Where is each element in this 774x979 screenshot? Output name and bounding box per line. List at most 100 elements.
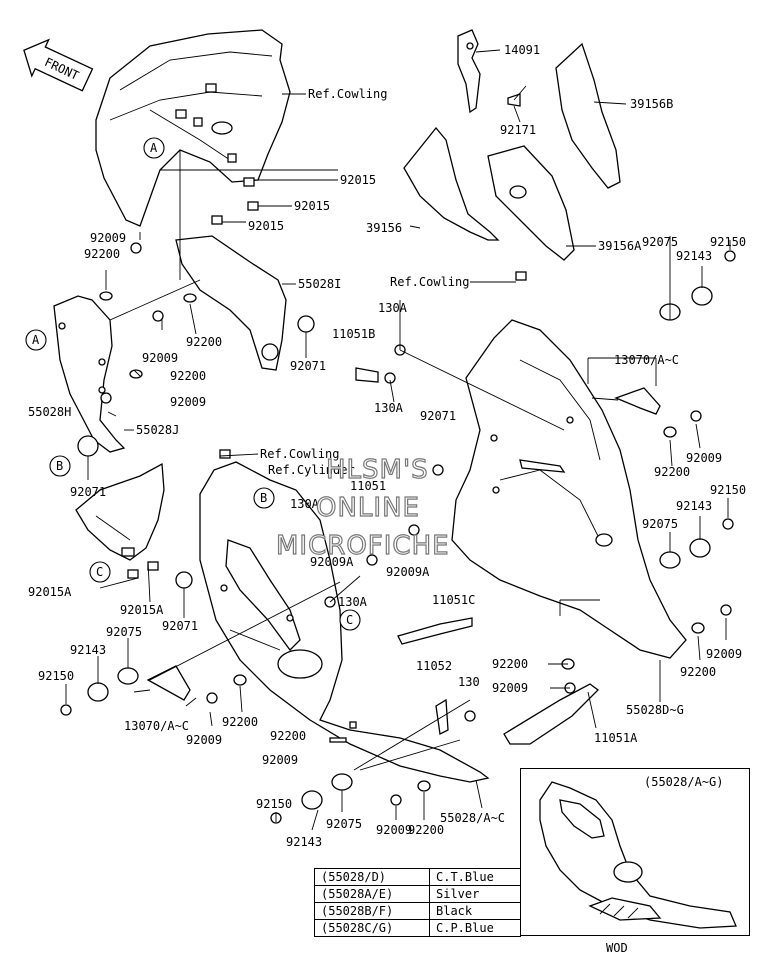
front-arrow: FRONT xyxy=(23,38,94,92)
watermark: HLSM'S ONLINE MICROFICHE xyxy=(275,454,450,561)
callout-b-mid-label: B xyxy=(260,491,267,505)
knee-pad-39156 xyxy=(403,126,500,241)
bracket-11051c xyxy=(397,617,473,645)
knee-pad-39156a xyxy=(487,145,575,261)
bracket-11051b xyxy=(355,367,379,383)
inset-title: (55028/A~G) xyxy=(644,775,723,789)
callout-a-top: A xyxy=(143,137,165,159)
part-number: 55028H xyxy=(28,405,71,419)
watermark-line-3: MICROFICHE xyxy=(276,531,450,561)
part-number: 130A xyxy=(378,301,408,315)
left-lower-cowling xyxy=(199,461,490,783)
callout-c-mid: C xyxy=(339,609,361,631)
part-number: 92009A xyxy=(310,555,354,569)
part-number: 92009 xyxy=(376,823,412,837)
part-number: 92009 xyxy=(492,681,528,695)
part-number: 92009 xyxy=(706,647,742,661)
part-number: 92075 xyxy=(642,235,678,249)
part-number: 92009 xyxy=(186,733,222,747)
part-number: 92009 xyxy=(170,395,206,409)
part-number: 92009A xyxy=(386,565,430,579)
color-table-body: (55028/D) C.T.Blue (55028A/E) Silver (55… xyxy=(314,868,521,937)
part-number: 92150 xyxy=(710,235,746,249)
part-number: 92200 xyxy=(170,369,206,383)
callout-b-left-label: B xyxy=(56,459,63,473)
part-number: 92200 xyxy=(222,715,258,729)
callout-a-left: A xyxy=(25,329,47,351)
part-number: 130A xyxy=(338,595,368,609)
color-code: (55028B/F) xyxy=(314,902,430,920)
inset-detail: (55028/A~G) WOD xyxy=(539,775,737,955)
side-trim-13070-left xyxy=(146,665,191,701)
part-number: 11051 xyxy=(350,479,386,493)
part-number: 92015A xyxy=(120,603,164,617)
ref-cylinder: Ref.Cylinder xyxy=(268,463,355,477)
part-number: 92015A xyxy=(28,585,72,599)
part-number: 11052 xyxy=(416,659,452,673)
part-number: 92009 xyxy=(262,753,298,767)
part-number: 92200 xyxy=(492,657,528,671)
part-number: 11051A xyxy=(594,731,638,745)
upper-cowling xyxy=(95,29,291,227)
part-number: 92009 xyxy=(142,351,178,365)
callout-b-left: B xyxy=(49,455,71,477)
right-lower-cowling xyxy=(451,319,687,659)
part-number: 92171 xyxy=(500,123,536,137)
color-row: (55028C/G) C.P.Blue xyxy=(314,919,521,937)
part-number: 92200 xyxy=(408,823,444,837)
part-number: 92071 xyxy=(70,485,106,499)
part-number: 92075 xyxy=(326,817,362,831)
part-number: 92015 xyxy=(248,219,284,233)
bolt-92171 xyxy=(507,85,527,107)
callout-a-top-label: A xyxy=(150,141,158,155)
color-row: (55028B/F) Black xyxy=(314,902,521,920)
part-number: 92150 xyxy=(256,797,292,811)
color-code: (55028A/E) xyxy=(314,885,430,903)
callout-c-mid-label: C xyxy=(346,613,353,627)
part-number: 92143 xyxy=(286,835,322,849)
ref-cowling-left: Ref.Cowling xyxy=(260,447,339,461)
part-number: 92200 xyxy=(84,247,120,261)
bracket-11051a xyxy=(503,683,599,745)
knee-pad-39156b xyxy=(555,42,621,189)
part-number: 55028J xyxy=(136,423,179,437)
color-code: (55028/D) xyxy=(314,868,430,886)
inner-panel-55028i xyxy=(175,235,287,371)
inner-panel-55028j xyxy=(75,462,165,561)
part-number: 92075 xyxy=(642,517,678,531)
part-number: 92200 xyxy=(186,335,222,349)
part-number: 11051B xyxy=(332,327,375,341)
color-row: (55028/D) C.T.Blue xyxy=(314,868,521,886)
part-number: 92009 xyxy=(90,231,126,245)
color-name: C.P.Blue xyxy=(429,919,521,937)
part-number: 92071 xyxy=(162,619,198,633)
color-row: (55028A/E) Silver xyxy=(314,885,521,903)
color-name: C.T.Blue xyxy=(429,868,521,886)
inset-frame xyxy=(520,768,750,936)
part-number: 92143 xyxy=(70,643,106,657)
callout-a-left-label: A xyxy=(32,333,40,347)
callout-c-left: C xyxy=(89,561,111,583)
part-number: 14091 xyxy=(504,43,540,57)
part-number: 92200 xyxy=(270,729,306,743)
part-number-labels: 14091 92171 39156B 39156 39156A 92015 92… xyxy=(28,43,746,849)
callout-c-left-label: C xyxy=(96,565,103,579)
part-number: 130A xyxy=(290,497,320,511)
part-number: 92015 xyxy=(294,199,330,213)
fasteners xyxy=(60,177,736,824)
part-number: 13070/A~C xyxy=(124,719,189,733)
ref-cowling-mid: Ref.Cowling xyxy=(390,275,469,289)
part-number: 130A xyxy=(374,401,404,415)
part-number: 39156B xyxy=(630,97,673,111)
part-number: 92200 xyxy=(680,665,716,679)
part-number: 55028/A~C xyxy=(440,811,505,825)
part-number: 55028D~G xyxy=(626,703,684,717)
leader-lines xyxy=(65,49,731,831)
part-number: 92143 xyxy=(676,499,712,513)
color-name: Silver xyxy=(429,885,521,903)
color-code: (55028C/G) xyxy=(314,919,430,937)
ref-cowling-top: Ref.Cowling xyxy=(308,87,387,101)
bracket-14091 xyxy=(457,29,481,114)
part-number: 13070/A~C xyxy=(614,353,679,367)
